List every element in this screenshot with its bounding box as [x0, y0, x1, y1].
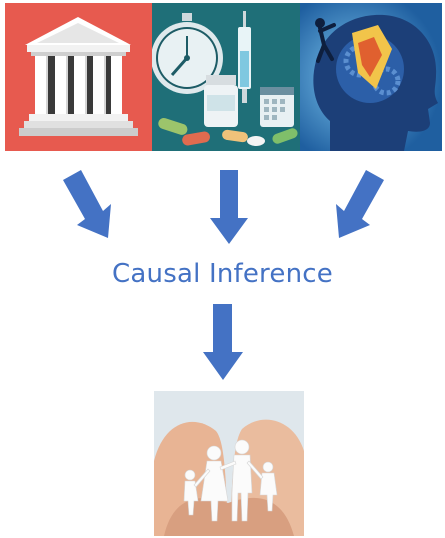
- mind-panel: [300, 3, 442, 151]
- medicine-panel: [152, 3, 300, 151]
- government-building-icon: [5, 3, 152, 151]
- human-head-brain-icon: [300, 3, 442, 151]
- family-panel: [154, 391, 304, 536]
- government-panel: [5, 3, 152, 151]
- arrow-left: [63, 170, 111, 238]
- paper-family-hands-icon: [154, 391, 304, 536]
- causal-inference-label: Causal Inference: [112, 259, 333, 289]
- arrow-center-top: [210, 170, 248, 244]
- arrow-center-bottom: [203, 304, 243, 380]
- medicine-clock-syringe-icon: [152, 3, 300, 151]
- arrow-right: [336, 170, 384, 238]
